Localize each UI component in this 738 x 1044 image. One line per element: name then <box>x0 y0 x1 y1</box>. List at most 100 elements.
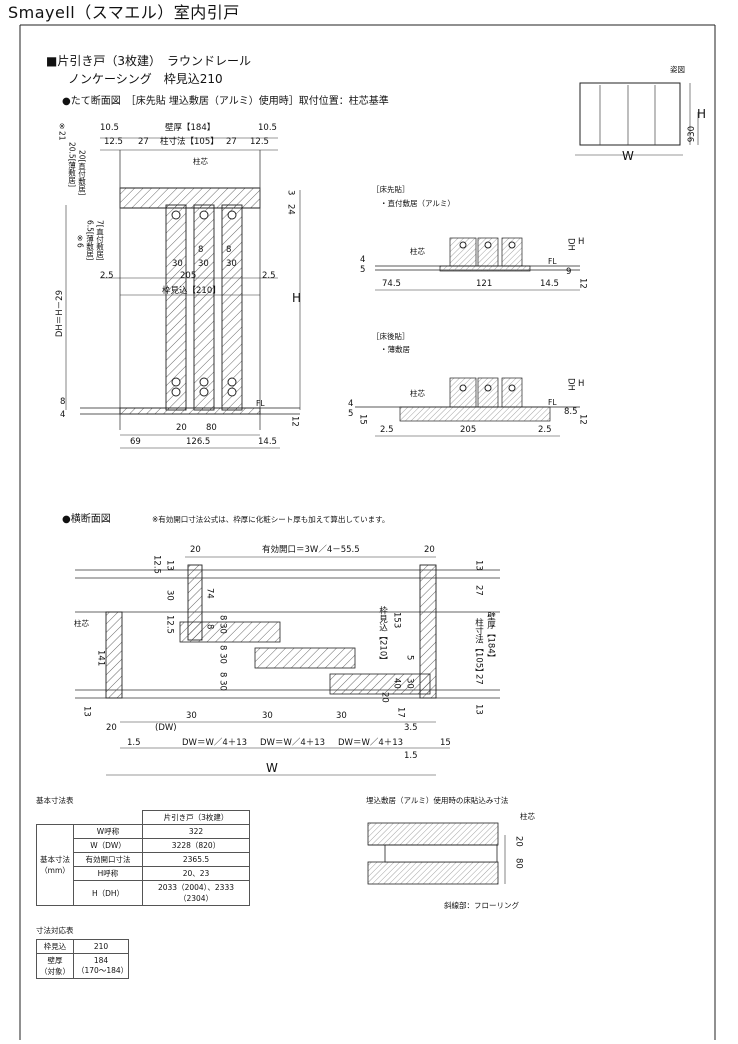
embed-detail-heading: 埋込敷居（アルミ）使用時の床貼込み寸法 <box>366 796 509 805</box>
dim-label: 74.5 <box>382 279 401 289</box>
dim-label: 80 <box>206 423 217 433</box>
dim-label: 20[直付敷居] <box>77 150 87 196</box>
dim-label: 9 <box>566 267 572 277</box>
table-header: 片引き戸（3枚建） <box>142 810 250 825</box>
dim-label: 3 <box>285 190 296 196</box>
wall-thickness-label: 壁厚【184】 <box>485 612 496 663</box>
dim-label: 12.5 <box>164 615 175 634</box>
horizontal-section-heading: ●横断面図 <box>62 514 111 525</box>
dim-label: 20 <box>513 836 524 847</box>
dim-label: 8.5 <box>564 407 578 417</box>
table-row: H（DH） 2033（2004）、2333（2304） <box>37 880 250 906</box>
dim-label: 8 <box>198 245 204 255</box>
dim-label: 20.5[薄敷居] <box>67 142 77 188</box>
spec-line-1: ■片引き戸（3枚建） ラウンドレール <box>46 54 251 68</box>
floor-back-heading: ［床後貼］ <box>372 332 410 341</box>
dw-formula: DW＝W／4＋13 <box>338 738 404 748</box>
floor-back-sub: ・薄敷居 <box>380 345 410 354</box>
dim-label: 10.5 <box>258 123 277 133</box>
dim-label: 壁厚【184】 <box>165 123 216 133</box>
height-label: H <box>697 107 707 121</box>
dim-label: 14.5 <box>540 279 559 289</box>
dim-label: 30 <box>262 711 273 721</box>
dim-label: 30 <box>336 711 347 721</box>
dim-label: 4 <box>348 399 354 409</box>
dim-label: 枠見込【210】 <box>162 286 221 296</box>
dim-label: 1.5 <box>404 751 418 761</box>
dim-label: 141 <box>95 650 106 667</box>
dim-label: 5 <box>404 655 415 661</box>
table-row: 壁厚 （対象） 184 （170～184） <box>36 953 129 979</box>
dw-formula: DW＝W／4＋13 <box>260 738 326 748</box>
dim-label: 5 <box>360 265 366 275</box>
dim-label: 20 <box>190 545 201 555</box>
elevation-heading: 姿図 <box>670 65 685 74</box>
height-label: H <box>578 237 585 247</box>
dim-label: 3.5 <box>404 723 418 733</box>
floor-front-drawing <box>375 237 580 291</box>
dim-label: 8 30 <box>217 672 228 691</box>
dim-label: 8 <box>204 624 215 630</box>
dim-label: 205 <box>180 271 197 281</box>
basic-table-heading: 基本寸法表 <box>36 796 74 805</box>
post-core-label: 柱芯 <box>410 247 425 256</box>
dim-label: 121 <box>476 279 493 289</box>
dim-label: 27 <box>473 585 484 596</box>
post-core-label: 柱芯 <box>410 389 425 398</box>
dim-label: 30 <box>404 678 415 689</box>
dim-label: 30 <box>172 259 183 269</box>
dim-label: 2.5 <box>262 271 276 281</box>
dim-label: 5 <box>348 409 354 419</box>
spec-line-2: ノンケーシング 枠見込210 <box>68 72 223 86</box>
dim-label: 12.5 <box>104 137 123 147</box>
dim-label: 2.5 <box>380 425 394 435</box>
basic-dimension-table: 片引き戸（3枚建） 基本寸法 （mm） W呼称 322 W（DW） 3228（8… <box>36 810 250 906</box>
dim-label: 12 <box>577 278 588 289</box>
dw-formula: DW＝W／4＋13 <box>182 738 248 748</box>
page-title: Smayell（スマエル）室内引戸 <box>8 3 240 22</box>
dim-label: 12 <box>577 414 588 425</box>
opening-note: ※有効開口寸法公式は、枠厚に化粧シート厚も加えて算出しています。 <box>152 515 390 524</box>
dim-label: 13 <box>473 704 484 715</box>
dim-label: 17 <box>395 707 406 718</box>
dw-label: (DW) <box>155 723 177 733</box>
table-group-label: 基本寸法 （mm） <box>36 824 74 906</box>
width-label: W <box>622 149 634 163</box>
post-core-label: 柱芯 <box>74 619 89 628</box>
dim-label: ※21 <box>57 122 67 141</box>
horizontal-section-drawing <box>75 556 500 776</box>
elevation-drawing <box>575 82 699 156</box>
dim-label: 13 <box>81 706 92 717</box>
dim-label: 6.5[薄敷居] <box>85 220 95 261</box>
post-core-label: 柱芯 <box>193 157 208 166</box>
width-label: W <box>266 761 278 775</box>
dim-label: 20 <box>379 692 390 703</box>
dim-label: 930 <box>687 126 697 143</box>
fl-label: FL <box>548 398 557 407</box>
dim-label: 20 <box>176 423 187 433</box>
dim-label: 柱寸法【105】 <box>160 137 219 147</box>
dim-label: 205 <box>460 425 477 435</box>
dim-label: 153 <box>391 612 402 629</box>
dim-label: 4 <box>60 410 66 420</box>
dim-label: 8 <box>226 245 232 255</box>
dim-label: 14.5 <box>258 437 277 447</box>
dim-label: 8 30 <box>217 645 228 664</box>
dim-label: 27 <box>138 137 149 147</box>
fl-label: FL <box>256 399 265 408</box>
dim-label: 27 <box>473 674 484 685</box>
dim-label: 4 <box>360 255 366 265</box>
dim-label: 10.5 <box>100 123 119 133</box>
dim-label: 80 <box>513 858 524 869</box>
dim-label: 1.5 <box>127 738 141 748</box>
height-label: H <box>578 379 585 389</box>
dim-label: 30 <box>198 259 209 269</box>
fl-label: FL <box>548 257 557 266</box>
dim-label: 30 <box>186 711 197 721</box>
table-row: 基本寸法 （mm） W呼称 322 <box>36 824 250 906</box>
floor-front-heading: ［床先貼］ <box>372 185 410 194</box>
dim-label: 7[直付敷居] <box>95 220 105 261</box>
dim-label: ※6 <box>75 234 85 248</box>
